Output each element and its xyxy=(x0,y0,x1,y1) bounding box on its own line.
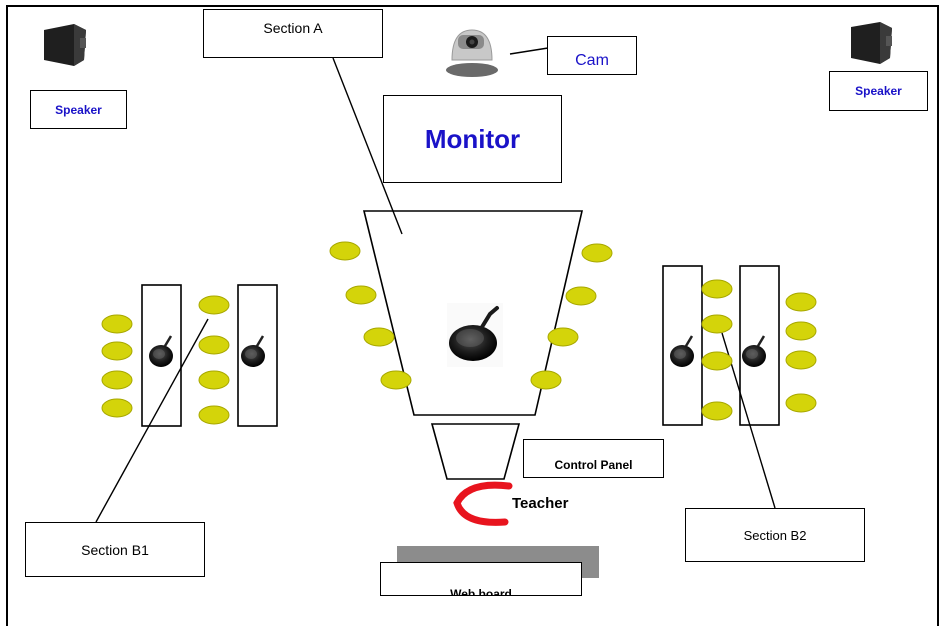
speaker-right-text: Speaker xyxy=(855,84,902,98)
teacher-podium xyxy=(430,423,521,480)
speaker-icon xyxy=(851,22,892,64)
section-a-text: Section A xyxy=(263,20,323,36)
web-board-label: Web board xyxy=(380,562,582,596)
teacher-text: Teacher xyxy=(512,495,569,512)
section-b2-text: Section B2 xyxy=(743,527,807,543)
room-outline xyxy=(6,5,939,626)
speaker-icon xyxy=(44,24,86,66)
speaker-right-label: Speaker xyxy=(829,71,928,111)
section-b1-label: Section B1 xyxy=(25,522,205,577)
connector-section-a xyxy=(332,57,403,235)
connector-cam xyxy=(509,47,549,55)
monitor-text: Monitor xyxy=(424,123,521,154)
cam-label: Cam xyxy=(547,36,637,75)
cam-text: Cam xyxy=(575,52,609,69)
seats xyxy=(101,241,817,425)
teacher-arc-icon xyxy=(453,481,513,526)
speaker-left-label: Speaker xyxy=(30,90,127,129)
control-panel-label: Control Panel xyxy=(523,439,664,478)
teacher-label: Teacher xyxy=(512,495,568,512)
section-a-label: Section A xyxy=(203,9,383,58)
web-board-text: Web board xyxy=(450,587,512,596)
monitor-label: Monitor xyxy=(383,95,562,183)
camera-icon xyxy=(446,29,498,77)
microphone-icon xyxy=(447,303,503,367)
control-panel-text: Control Panel xyxy=(554,458,633,472)
section-b1-text: Section B1 xyxy=(81,541,149,558)
connector-section-b1 xyxy=(95,318,209,523)
speaker-left-text: Speaker xyxy=(55,102,102,117)
section-b2-label: Section B2 xyxy=(685,508,865,562)
